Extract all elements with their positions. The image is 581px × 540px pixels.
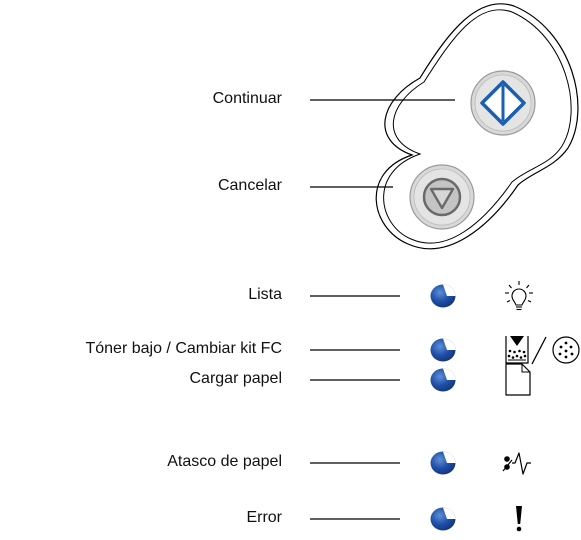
cancel-button[interactable]	[409, 164, 475, 230]
led-atasco	[430, 451, 456, 475]
continue-button[interactable]	[470, 70, 536, 136]
led-lista	[430, 284, 456, 308]
exclamation-icon	[516, 506, 522, 532]
light-bulb-icon	[505, 281, 533, 311]
photoconductor-kit-icon	[552, 336, 580, 364]
led-toner	[430, 338, 456, 362]
led-error	[430, 507, 456, 531]
label-error: Error	[246, 509, 282, 526]
toner-cartridge-icon	[505, 336, 529, 364]
label-toner: Tóner bajo / Cambiar kit FC	[85, 340, 282, 357]
slash-separator	[531, 336, 547, 365]
button-housing	[375, 3, 579, 250]
leader-lines	[310, 99, 455, 520]
label-atasco: Atasco de papel	[167, 453, 282, 470]
stop-triangle-icon	[422, 177, 462, 217]
label-cancelar: Cancelar	[217, 177, 282, 194]
indicator-lights	[430, 284, 456, 531]
label-lista: Lista	[248, 286, 282, 303]
paper-sheet-icon	[505, 363, 531, 396]
led-cargar	[430, 368, 456, 392]
label-continuar: Continuar	[212, 90, 282, 107]
paper-jam-icon	[502, 452, 531, 475]
label-cargar-papel: Cargar papel	[189, 370, 283, 387]
continue-diamond-icon	[480, 80, 526, 126]
